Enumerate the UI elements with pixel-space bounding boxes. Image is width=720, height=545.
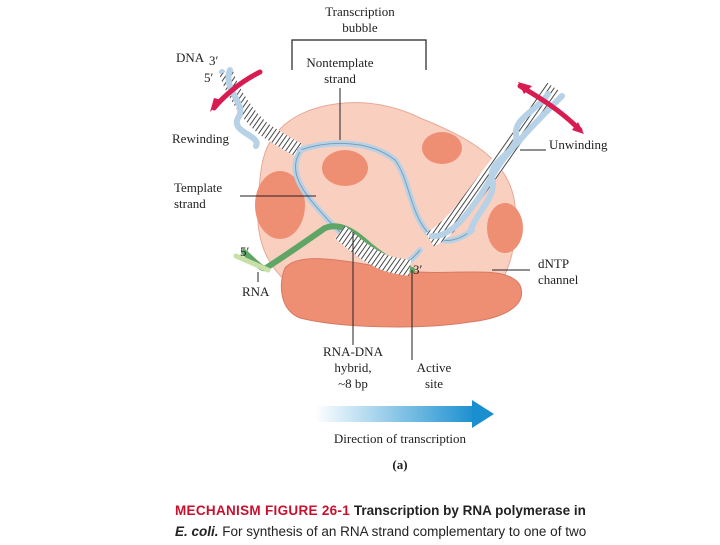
enzyme-center-lobe xyxy=(322,150,368,186)
label-5prime-top: 5′ xyxy=(204,70,214,85)
bubble-bracket xyxy=(291,39,427,70)
caption-species: E. coli. xyxy=(175,524,219,539)
caption-title: Transcription by RNA polymerase in xyxy=(353,503,586,518)
dna-helix-left xyxy=(219,67,303,157)
label-direction-of-transcription: Direction of transcription xyxy=(333,431,467,446)
label-unwinding: Unwinding xyxy=(549,137,608,152)
direction-arrow-head xyxy=(472,400,494,428)
figure-caption: MECHANISM FIGURE 26-1 Transcription by R… xyxy=(175,500,635,542)
rna-5prime-tail xyxy=(233,253,271,273)
label-rewinding: Rewinding xyxy=(172,131,230,146)
enzyme-right-lobe xyxy=(487,203,523,253)
label-rna: RNA xyxy=(242,284,270,299)
label-template-strand: Template strand xyxy=(174,180,223,211)
dna-helix-right xyxy=(425,81,565,247)
rna-dna-hybrid-helix xyxy=(334,225,412,276)
label-nontemplate-strand: Nontemplate strand xyxy=(306,55,374,86)
direction-arrow-shaft xyxy=(315,406,475,422)
label-transcription-bubble: Transcription bubble xyxy=(325,4,395,35)
label-active-site: Active site xyxy=(416,360,452,391)
caption-text: For synthesis of an RNA strand complemen… xyxy=(222,524,587,539)
label-3prime-top: 3′ xyxy=(209,53,219,68)
label-dna: DNA xyxy=(176,50,205,65)
enzyme-left-lobe xyxy=(255,171,305,239)
label-dntp-channel: dNTP channel xyxy=(538,256,579,287)
caption-figure-label: MECHANISM FIGURE 26-1 xyxy=(175,503,351,518)
label-panel-a: (a) xyxy=(392,457,408,472)
enzyme-top-right-lobe xyxy=(422,132,462,164)
label-5prime-rna: 5′ xyxy=(240,244,250,259)
label-3prime-rna: 3′ xyxy=(413,262,423,277)
label-rna-dna-hybrid: RNA-DNA hybrid, ~8 bp xyxy=(323,344,383,391)
